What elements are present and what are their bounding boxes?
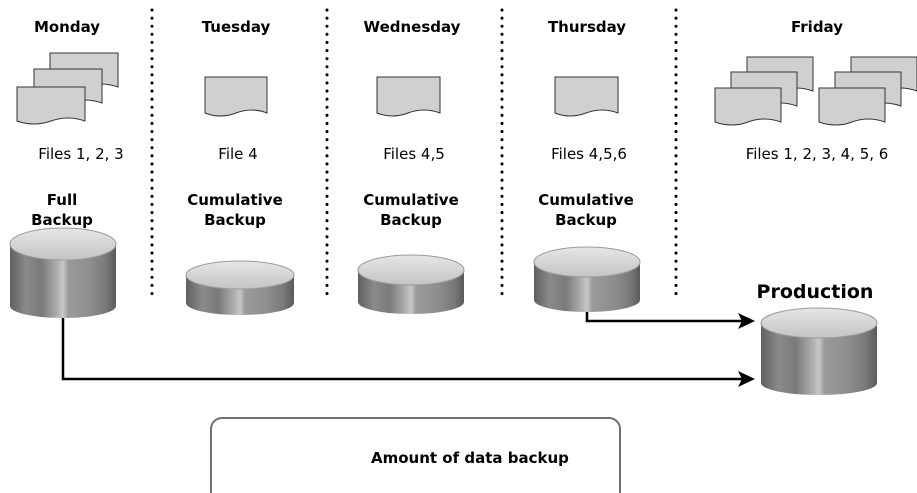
backup-type-wednesday-line2: Backup bbox=[380, 211, 442, 229]
backup-type-tuesday-line2: Backup bbox=[204, 211, 266, 229]
backup-type-tuesday-line1: Cumulative bbox=[187, 191, 283, 209]
production-label: Production bbox=[756, 281, 874, 303]
backup-type-thursday-line2: Backup bbox=[555, 211, 617, 229]
files-label-friday: Files 1, 2, 3, 4, 5, 6 bbox=[745, 145, 889, 163]
document-stack-friday-2 bbox=[818, 56, 917, 126]
disk-production bbox=[760, 307, 878, 395]
day-header-wednesday: Wednesday bbox=[363, 18, 461, 36]
files-label-monday: Files 1, 2, 3 bbox=[38, 145, 124, 163]
disk-tuesday bbox=[185, 260, 295, 315]
document-stack-monday bbox=[16, 52, 119, 125]
backup-type-monday: Full Backup bbox=[31, 190, 93, 230]
document-wednesday bbox=[376, 76, 441, 117]
day-header-friday: Friday bbox=[790, 18, 844, 36]
backup-type-wednesday-line1: Cumulative bbox=[363, 191, 459, 209]
day-header-tuesday: Tuesday bbox=[201, 18, 271, 36]
backup-type-monday-line1: Full bbox=[46, 191, 78, 209]
day-header-monday: Monday bbox=[33, 18, 101, 36]
disk-monday-full bbox=[9, 227, 117, 318]
backup-type-tuesday: Cumulative Backup bbox=[187, 190, 283, 230]
backup-type-thursday: Cumulative Backup bbox=[538, 190, 634, 230]
files-label-wednesday: Files 4,5 bbox=[383, 145, 445, 163]
arrow-thursday-to-production bbox=[585, 312, 755, 329]
day-header-thursday: Thursday bbox=[547, 18, 627, 36]
disk-thursday bbox=[533, 246, 641, 312]
files-label-thursday: Files 4,5,6 bbox=[551, 145, 627, 163]
document-tuesday bbox=[204, 76, 268, 117]
document-stack-friday-1 bbox=[714, 56, 814, 126]
backup-type-thursday-line1: Cumulative bbox=[538, 191, 634, 209]
backup-type-monday-line2: Backup bbox=[31, 211, 93, 229]
disk-wednesday bbox=[357, 254, 465, 314]
arrow-monday-to-production bbox=[61, 318, 755, 387]
document-thursday bbox=[554, 76, 619, 117]
legend-label: Amount of data backup bbox=[371, 449, 569, 467]
files-label-tuesday: File 4 bbox=[218, 145, 258, 163]
legend-box bbox=[210, 417, 621, 493]
backup-type-wednesday: Cumulative Backup bbox=[363, 190, 459, 230]
